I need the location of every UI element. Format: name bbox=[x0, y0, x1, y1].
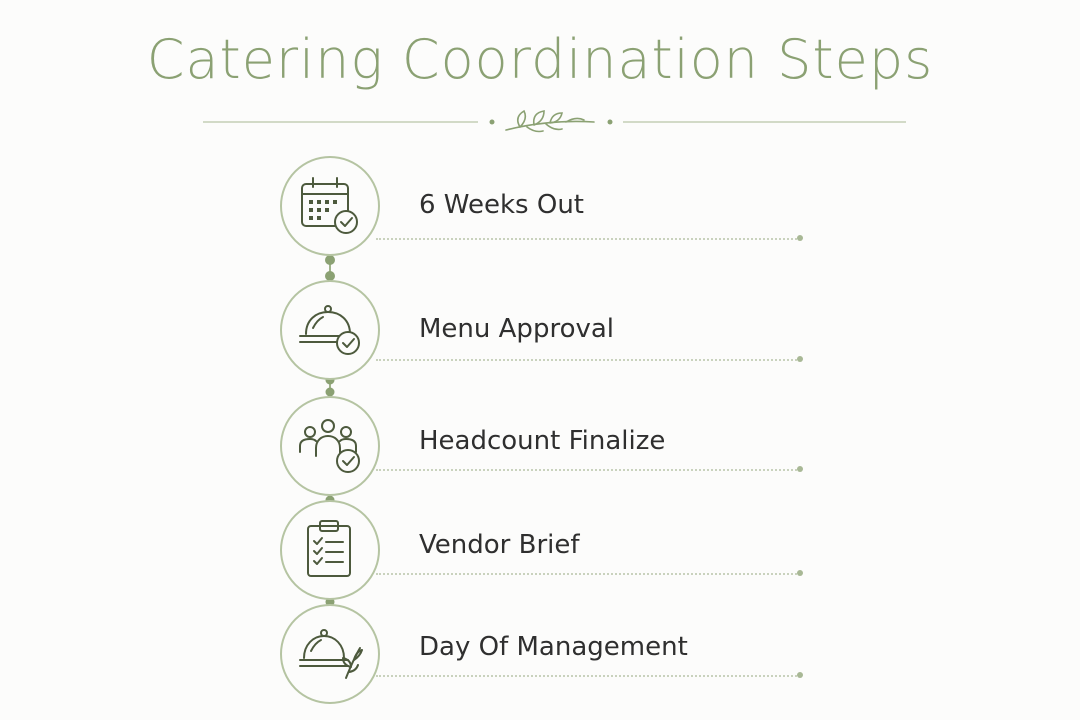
step-5-leader-line bbox=[376, 675, 800, 677]
cloche-sprig-icon bbox=[299, 629, 363, 679]
clipboard-checklist-icon bbox=[307, 520, 351, 577]
step-2-label: Menu Approval bbox=[419, 314, 615, 344]
step-4-leader-line bbox=[376, 573, 800, 575]
step-2-circle bbox=[280, 280, 380, 380]
step-4-circle bbox=[280, 500, 380, 600]
people-check-icon bbox=[299, 419, 360, 473]
step-5-label: Day Of Management bbox=[419, 632, 688, 662]
leaf-sprig-icon bbox=[505, 109, 595, 133]
step-5-circle bbox=[280, 604, 380, 704]
step-4-leader-dot bbox=[797, 570, 803, 576]
step-4: Vendor Brief bbox=[0, 496, 1080, 616]
step-1-leader-line bbox=[376, 238, 800, 240]
cloche-check-icon bbox=[299, 305, 360, 355]
ornamental-divider bbox=[203, 109, 906, 133]
step-2-leader-dot bbox=[797, 356, 803, 362]
step-4-label: Vendor Brief bbox=[419, 530, 580, 560]
step-3: Headcount Finalize bbox=[0, 392, 1080, 512]
step-2: Menu Approval bbox=[0, 278, 1080, 398]
step-3-leader-dot bbox=[797, 466, 803, 472]
step-3-label: Headcount Finalize bbox=[419, 426, 666, 456]
page-title: Catering Coordination Steps bbox=[146, 28, 934, 91]
step-1-leader-dot bbox=[797, 235, 803, 241]
step-1: 6 Weeks Out bbox=[0, 150, 1080, 270]
step-3-circle bbox=[280, 396, 380, 496]
step-1-label: 6 Weeks Out bbox=[419, 190, 584, 220]
step-3-leader-line bbox=[376, 469, 800, 471]
step-5: Day Of Management bbox=[0, 598, 1080, 718]
step-2-leader-line bbox=[376, 359, 800, 361]
step-1-circle bbox=[280, 156, 380, 256]
step-5-leader-dot bbox=[797, 672, 803, 678]
calendar-check-icon bbox=[301, 177, 358, 234]
